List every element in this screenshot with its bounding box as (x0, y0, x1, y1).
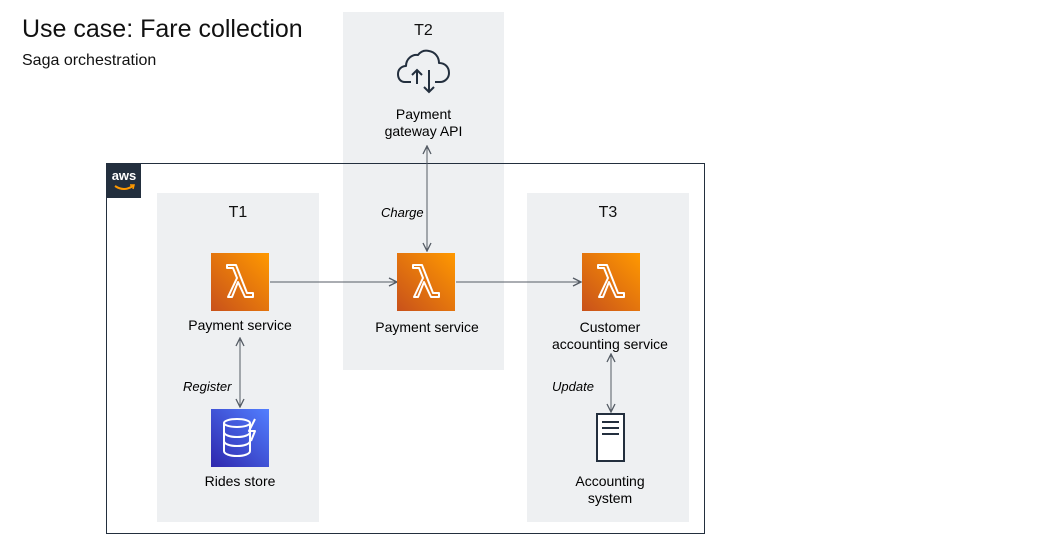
accounting-system-label-line1: Accounting (575, 473, 645, 489)
server-icon (596, 413, 625, 462)
rides-store-label: Rides store (204, 473, 276, 489)
page-subtitle: Saga orchestration (22, 52, 157, 69)
customer-accounting-label: Customer accounting service (527, 319, 693, 353)
payment-gateway-node: Payment gateway API (343, 48, 504, 139)
lambda-icon (211, 253, 269, 311)
aws-logo-text: aws (111, 168, 137, 183)
aws-smile-icon (114, 184, 135, 190)
payment-gateway-label-line2: gateway API (384, 123, 463, 139)
customer-accounting-label-line1: Customer (579, 319, 641, 335)
accounting-system-label-line2: system (587, 490, 633, 506)
lambda-icon (397, 253, 455, 311)
payment-service-t1-label: Payment service (188, 317, 292, 333)
dynamodb-icon (211, 409, 269, 467)
aws-cloud-frame (106, 163, 705, 534)
cloud-upload-download-icon (397, 49, 450, 94)
edge-label-update: Update (552, 379, 594, 394)
group-t3-label: T3 (598, 204, 618, 221)
payment-gateway-label-line1: Payment (395, 106, 452, 122)
aws-logo: aws (107, 164, 141, 198)
accounting-system-label: Accounting system (527, 473, 693, 507)
edge-label-charge: Charge (381, 205, 424, 220)
payment-service-t2-label: Payment service (375, 319, 479, 335)
edge-label-register: Register (183, 379, 232, 394)
group-t2-label: T2 (414, 22, 433, 39)
page-title: Use case: Fare collection (22, 15, 303, 43)
group-t1-label: T1 (228, 204, 248, 221)
customer-accounting-label-line2: accounting service (552, 336, 668, 352)
lambda-icon (582, 253, 640, 311)
